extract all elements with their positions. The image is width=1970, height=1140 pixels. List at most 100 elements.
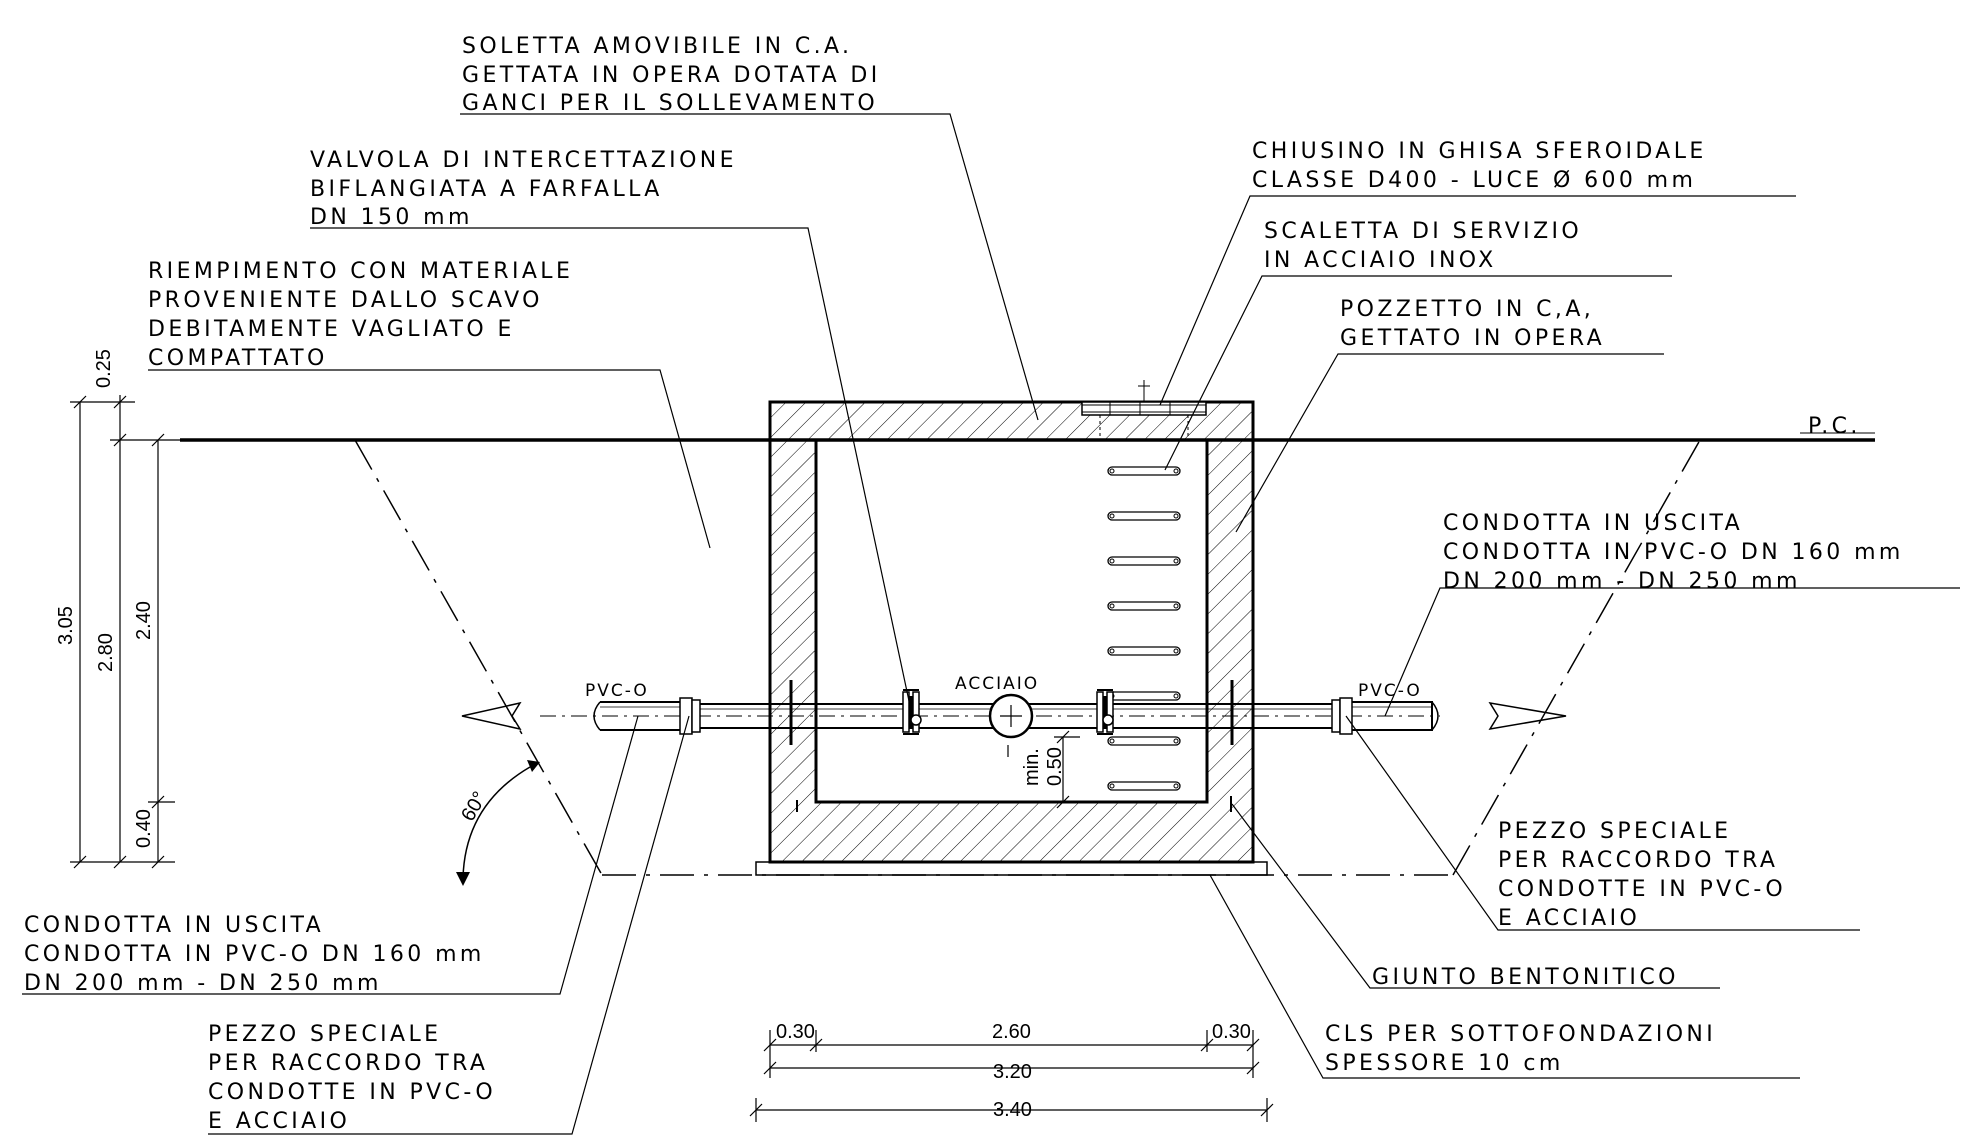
svg-text:POZZETTO IN C,A,: POZZETTO IN C,A, [1340, 297, 1594, 322]
acciaio-label: ACCIAIO [955, 674, 1039, 694]
ladder-rung [1107, 466, 1181, 476]
manhole-cover [1081, 380, 1207, 440]
label-cls: CLS PER SOTTOFONDAZIONI SPESSORE 10 cm [1325, 1022, 1716, 1076]
svg-text:DEBITAMENTE VAGLIATO E: DEBITAMENTE VAGLIATO E [148, 317, 515, 342]
bottom-dimensions [749, 1030, 1274, 1122]
leader-lines [22, 113, 1960, 1135]
svg-text:SCALETTA DI SERVIZIO: SCALETTA DI SERVIZIO [1264, 219, 1582, 244]
min-clearance-dimension [1007, 730, 1080, 809]
svg-text:CHIUSINO IN GHISA SFEROIDALE: CHIUSINO IN GHISA SFEROIDALE [1252, 139, 1707, 164]
svg-text:PROVENIENTE DALLO SCAVO: PROVENIENTE DALLO SCAVO [148, 288, 543, 313]
min-label: min. [1021, 748, 1043, 786]
svg-text:SPESSORE 10 cm: SPESSORE 10 cm [1325, 1051, 1564, 1076]
angle-label: 60° [457, 788, 491, 825]
label-riempimento: RIEMPIMENTO CON MATERIALE PROVENIENTE DA… [148, 259, 573, 371]
ladder-rung-pin [1109, 558, 1115, 564]
ladder-rung-pin [1109, 603, 1115, 609]
ladder-rung-pin [1173, 468, 1179, 474]
ladder-rung-pin [1173, 783, 1179, 789]
dim-bottom-total: 3.20 [993, 1061, 1032, 1083]
pvc-pipe-right [1352, 701, 1433, 731]
svg-text:IN ACCIAIO INOX: IN ACCIAIO INOX [1264, 248, 1497, 273]
svg-text:CLASSE D400 - LUCE Ø 600 mm: CLASSE D400 - LUCE Ø 600 mm [1252, 168, 1696, 193]
ladder-rung-pin [1109, 738, 1115, 744]
ladder-rung-pin [1173, 603, 1179, 609]
svg-text:GETTATA IN OPERA DOTATA DI: GETTATA IN OPERA DOTATA DI [462, 63, 881, 88]
ladder-rung [1107, 736, 1181, 746]
adapter-fitting-right [1331, 699, 1341, 733]
ladder-rung-pin [1173, 513, 1179, 519]
flow-arrow-left [461, 701, 522, 731]
min-050: 0.50 [1044, 747, 1066, 786]
pc-label: P.C. [1808, 414, 1861, 439]
ladder-rung-pin [1173, 648, 1179, 654]
slope-angle: 60° [456, 760, 540, 886]
dim-bottom-base: 3.40 [993, 1099, 1032, 1121]
ladder-rung-pin [1109, 513, 1115, 519]
label-pozzetto: POZZETTO IN C,A, GETTATO IN OPERA [1340, 297, 1605, 351]
steel-tee-fitting [988, 693, 1034, 739]
dim-bottom-wall-left: 0.30 [776, 1021, 815, 1043]
dim-bottom-inner: 2.60 [992, 1021, 1031, 1043]
pvc-label-right: PVC-O [1358, 681, 1422, 701]
ladder-rung [1107, 691, 1181, 701]
svg-text:BIFLANGIATA A FARFALLA: BIFLANGIATA A FARFALLA [310, 177, 663, 202]
svg-text:GETTATO IN OPERA: GETTATO IN OPERA [1340, 326, 1605, 351]
label-pezzo-right: PEZZO SPECIALE PER RACCORDO TRA CONDOTTE… [1498, 819, 1786, 931]
svg-text:DN 150 mm: DN 150 mm [310, 205, 473, 230]
svg-text:GANCI PER IL SOLLEVAMENTO: GANCI PER IL SOLLEVAMENTO [462, 91, 878, 116]
dim-bottom-wall-right: 0.30 [1212, 1021, 1251, 1043]
dim-0-25: 0.25 [93, 349, 115, 388]
label-pezzo-left: PEZZO SPECIALE PER RACCORDO TRA CONDOTTE… [208, 1022, 493, 1134]
svg-text:CONDOTTA IN USCITA: CONDOTTA IN USCITA [24, 913, 324, 938]
butterfly-valve-right [1096, 689, 1114, 735]
svg-text:SOLETTA AMOVIBILE IN C.A.: SOLETTA AMOVIBILE IN C.A. [462, 34, 852, 59]
pvc-label-left: PVC-O [585, 681, 649, 701]
svg-text:PER RACCORDO TRA: PER RACCORDO TRA [208, 1051, 488, 1076]
ladder-rung [1107, 646, 1181, 656]
dim-2-40: 2.40 [133, 601, 155, 640]
svg-text:VALVOLA DI INTERCETTAZIONE: VALVOLA DI INTERCETTAZIONE [310, 148, 737, 173]
svg-text:PEZZO SPECIALE: PEZZO SPECIALE [208, 1022, 441, 1047]
dim-3-05: 3.05 [55, 606, 77, 645]
svg-text:DN 200 mm - DN 250 mm: DN 200 mm - DN 250 mm [1443, 569, 1801, 594]
svg-text:COMPATTATO: COMPATTATO [148, 346, 328, 371]
flow-arrow-right [1488, 701, 1567, 731]
cls-base-slab [755, 861, 1268, 876]
label-valvola: VALVOLA DI INTERCETTAZIONE BIFLANGIATA A… [310, 148, 737, 230]
svg-text:CONDOTTA IN PVC-O DN 160 mm: CONDOTTA IN PVC-O DN 160 mm [1443, 540, 1904, 565]
svg-text:E ACCIAIO: E ACCIAIO [1498, 906, 1640, 931]
ladder-rung-pin [1173, 558, 1179, 564]
svg-text:E ACCIAIO: E ACCIAIO [208, 1109, 350, 1134]
concrete-chamber [755, 400, 1268, 876]
ladder-rung [1107, 781, 1181, 791]
dim-2-80: 2.80 [95, 633, 117, 672]
svg-text:CLS PER SOTTOFONDAZIONI: CLS PER SOTTOFONDAZIONI [1325, 1022, 1716, 1047]
svg-text:PER RACCORDO TRA: PER RACCORDO TRA [1498, 848, 1778, 873]
dim-0-40: 0.40 [133, 809, 155, 848]
ladder-rung [1107, 601, 1181, 611]
service-ladder [1107, 466, 1181, 791]
label-giunto: GIUNTO BENTONITICO [1372, 965, 1675, 990]
ladder-rung-pin [1173, 693, 1179, 699]
excavation-outline [354, 439, 1701, 876]
label-chiusino: CHIUSINO IN GHISA SFEROIDALE CLASSE D400… [1252, 139, 1707, 193]
label-soletta: SOLETTA AMOVIBILE IN C.A. GETTATA IN OPE… [462, 34, 881, 116]
left-dimensions [70, 395, 180, 869]
svg-text:DN 200 mm - DN 250 mm: DN 200 mm - DN 250 mm [24, 971, 382, 996]
svg-text:RIEMPIMENTO CON MATERIALE: RIEMPIMENTO CON MATERIALE [148, 259, 573, 284]
ladder-rung-pin [1173, 738, 1179, 744]
label-condotta-right: CONDOTTA IN USCITA CONDOTTA IN PVC-O DN … [1443, 511, 1904, 594]
pipeline: PVC-O PVC-O ACCIAIO [461, 674, 1567, 812]
svg-text:PEZZO SPECIALE: PEZZO SPECIALE [1498, 819, 1731, 844]
label-scaletta: SCALETTA DI SERVIZIO IN ACCIAIO INOX [1264, 219, 1582, 273]
wall-sleeve-left [789, 680, 798, 812]
butterfly-valve-left [902, 689, 922, 735]
ladder-rung-pin [1109, 468, 1115, 474]
ladder-rung-pin [1109, 783, 1115, 789]
svg-text:CONDOTTE IN PVC-O: CONDOTTE IN PVC-O [1498, 877, 1786, 902]
wall-sleeve-right [1230, 680, 1234, 812]
svg-text:CONDOTTA IN USCITA: CONDOTTA IN USCITA [1443, 511, 1743, 536]
svg-text:CONDOTTA IN PVC-O DN 160 mm: CONDOTTA IN PVC-O DN 160 mm [24, 942, 485, 967]
